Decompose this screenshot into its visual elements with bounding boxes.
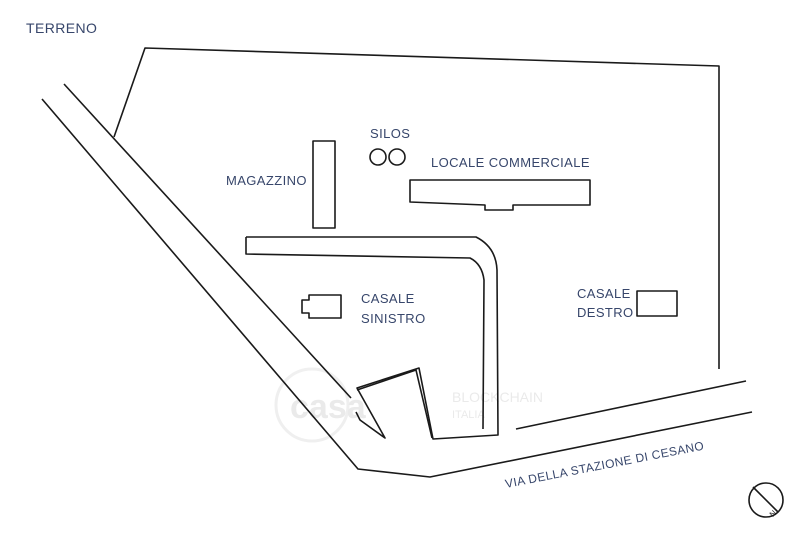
- road-left-edge-outer: [41, 98, 753, 478]
- driveway: [245, 236, 499, 440]
- casale-sinistro-building: [301, 294, 342, 319]
- casale-sinistro-label-line1: CASALE: [361, 291, 415, 306]
- page-title: TERRENO: [26, 20, 97, 36]
- casale-destro-label-line1: CASALE: [577, 286, 631, 301]
- locale-commerciale-label: LOCALE COMMERCIALE: [431, 155, 590, 170]
- driveway-gate: [356, 369, 433, 439]
- casale-destro-label-line2: DESTRO: [577, 305, 634, 320]
- road-left-edge-inner: [63, 83, 352, 399]
- road-label: VIA DELLA STAZIONE DI CESANO: [504, 439, 705, 491]
- road-right-edge-inner: [515, 380, 747, 430]
- compass-letter: N: [768, 508, 779, 519]
- magazzino-building: [312, 140, 336, 229]
- north-arrow-icon: N: [748, 482, 784, 519]
- locale-commerciale-building: [409, 179, 591, 211]
- magazzino-label: MAGAZZINO: [226, 173, 307, 188]
- watermark-brand: casa: [290, 388, 367, 426]
- watermark: casa BLOCKCHAIN ITALIA: [274, 367, 543, 443]
- lot-boundary: [113, 47, 720, 369]
- casale-destro-building: [636, 290, 678, 317]
- watermark-text-line2: ITALIA: [452, 409, 485, 421]
- silo-right: [388, 148, 406, 166]
- silos-label: SILOS: [370, 126, 410, 141]
- silo-left: [369, 148, 387, 166]
- casale-sinistro-label-line2: SINISTRO: [361, 311, 426, 326]
